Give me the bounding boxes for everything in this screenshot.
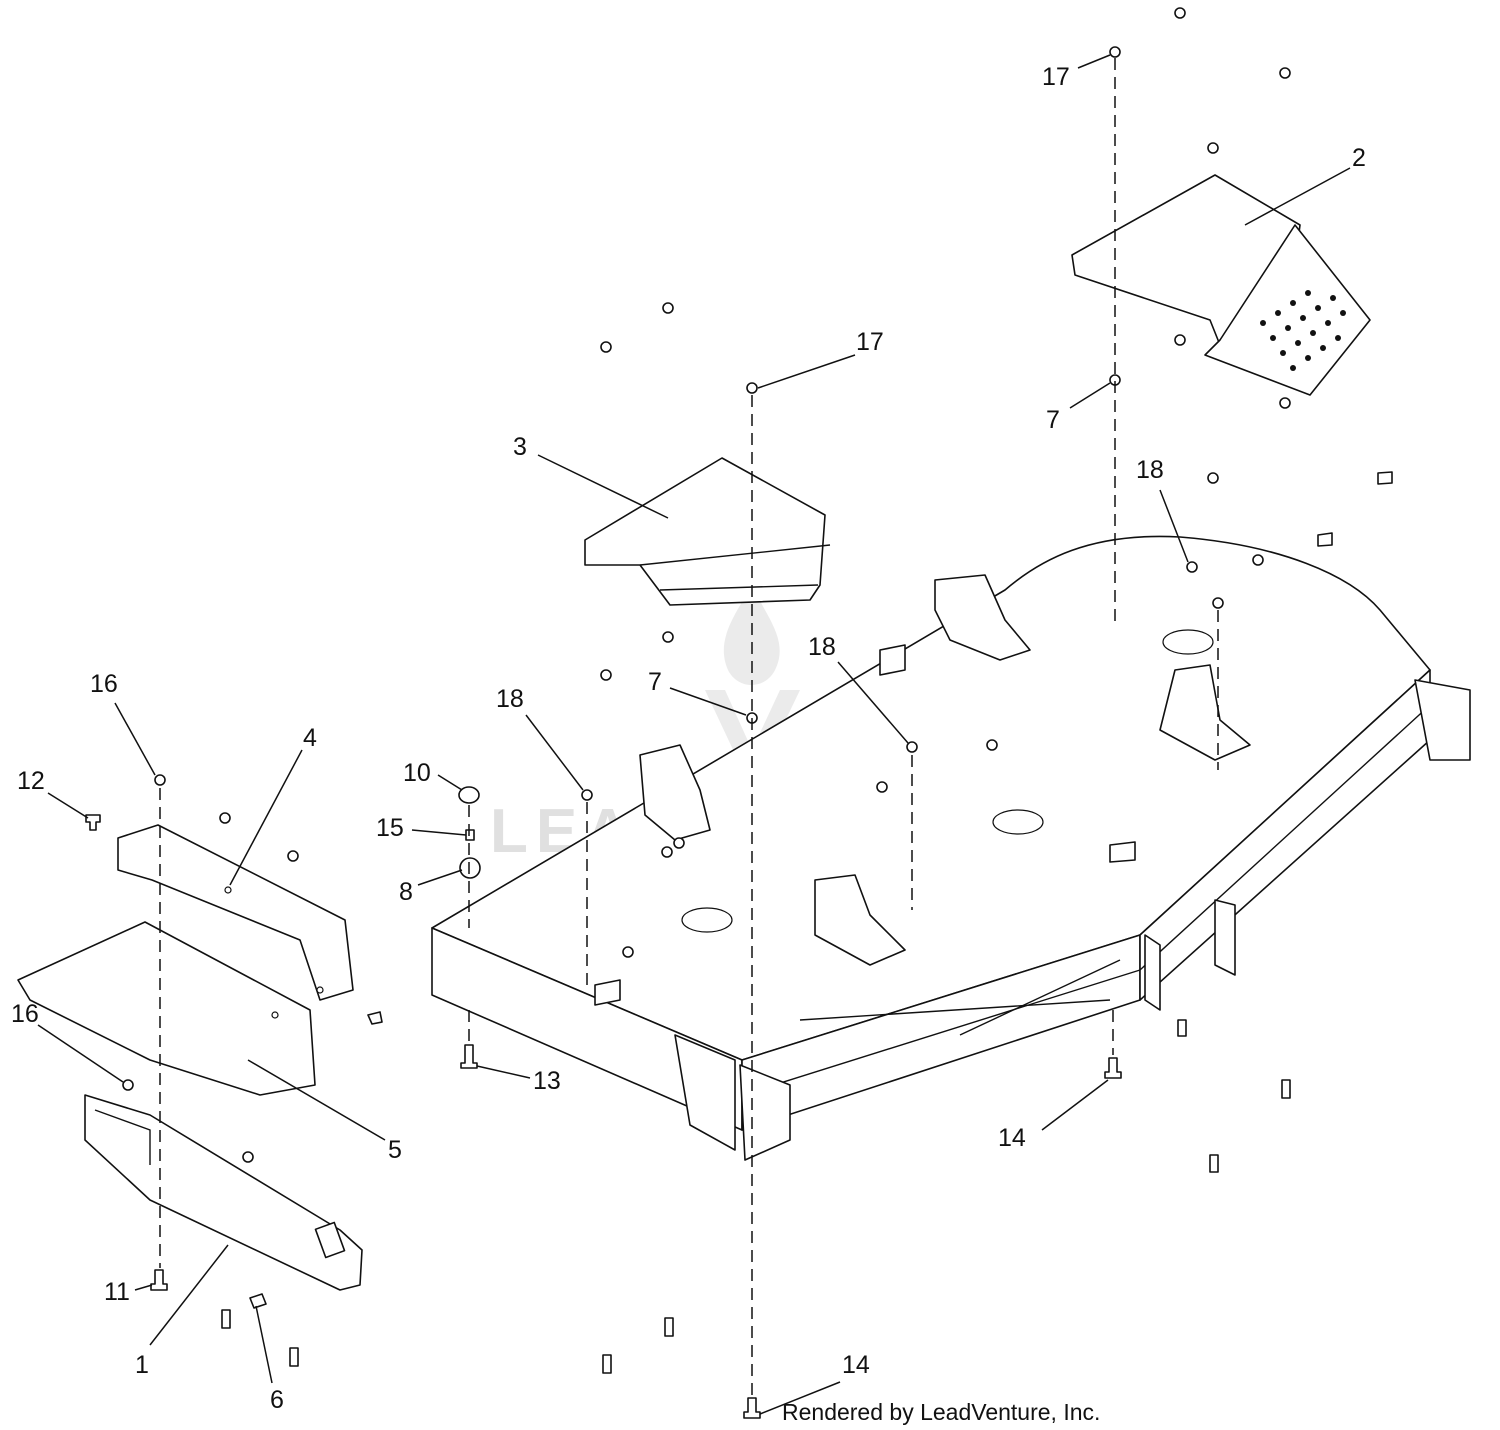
callout-18: 18 (496, 685, 524, 713)
callout-7: 7 (648, 668, 662, 696)
mower-deck (431, 471, 1471, 1161)
callout-6: 6 (270, 1386, 284, 1414)
callout-8: 8 (399, 878, 413, 906)
callout-5: 5 (388, 1136, 402, 1164)
render-credit: Rendered by LeadVenture, Inc. (782, 1399, 1100, 1425)
part-5-shield (17, 921, 316, 1096)
part-2-cover (1071, 174, 1371, 396)
callout-14: 14 (842, 1351, 870, 1379)
part-1-bracket (84, 1094, 363, 1291)
callout-4: 4 (303, 724, 317, 752)
callout-7: 7 (1046, 406, 1060, 434)
part-4-shield (117, 824, 354, 1001)
callout-3: 3 (513, 433, 527, 461)
callout-12: 12 (17, 767, 45, 795)
callout-18: 18 (808, 633, 836, 661)
callout-11: 11 (104, 1278, 130, 1306)
callout-14: 14 (998, 1124, 1026, 1152)
callout-13: 13 (533, 1067, 561, 1095)
leader-lines (37, 54, 1351, 1415)
callout-18: 18 (1136, 456, 1164, 484)
assembly-centerlines (159, 58, 1219, 1395)
callout-labels: 17 2 7 18 17 3 18 7 18 10 15 8 16 4 12 1… (11, 63, 1366, 1414)
chevron-logo-icon (705, 690, 800, 790)
bolts (85, 814, 1291, 1419)
callout-15: 15 (376, 814, 404, 842)
callout-10: 10 (403, 759, 431, 787)
callout-17: 17 (1042, 63, 1070, 91)
callout-2: 2 (1352, 144, 1366, 172)
callout-16: 16 (90, 670, 118, 698)
hex-nuts (122, 7, 1291, 1163)
wheel-stack (458, 786, 481, 879)
part-3-cover (584, 457, 831, 606)
callout-17: 17 (856, 328, 884, 356)
callout-1: 1 (135, 1351, 149, 1379)
callout-16: 16 (11, 1000, 39, 1028)
